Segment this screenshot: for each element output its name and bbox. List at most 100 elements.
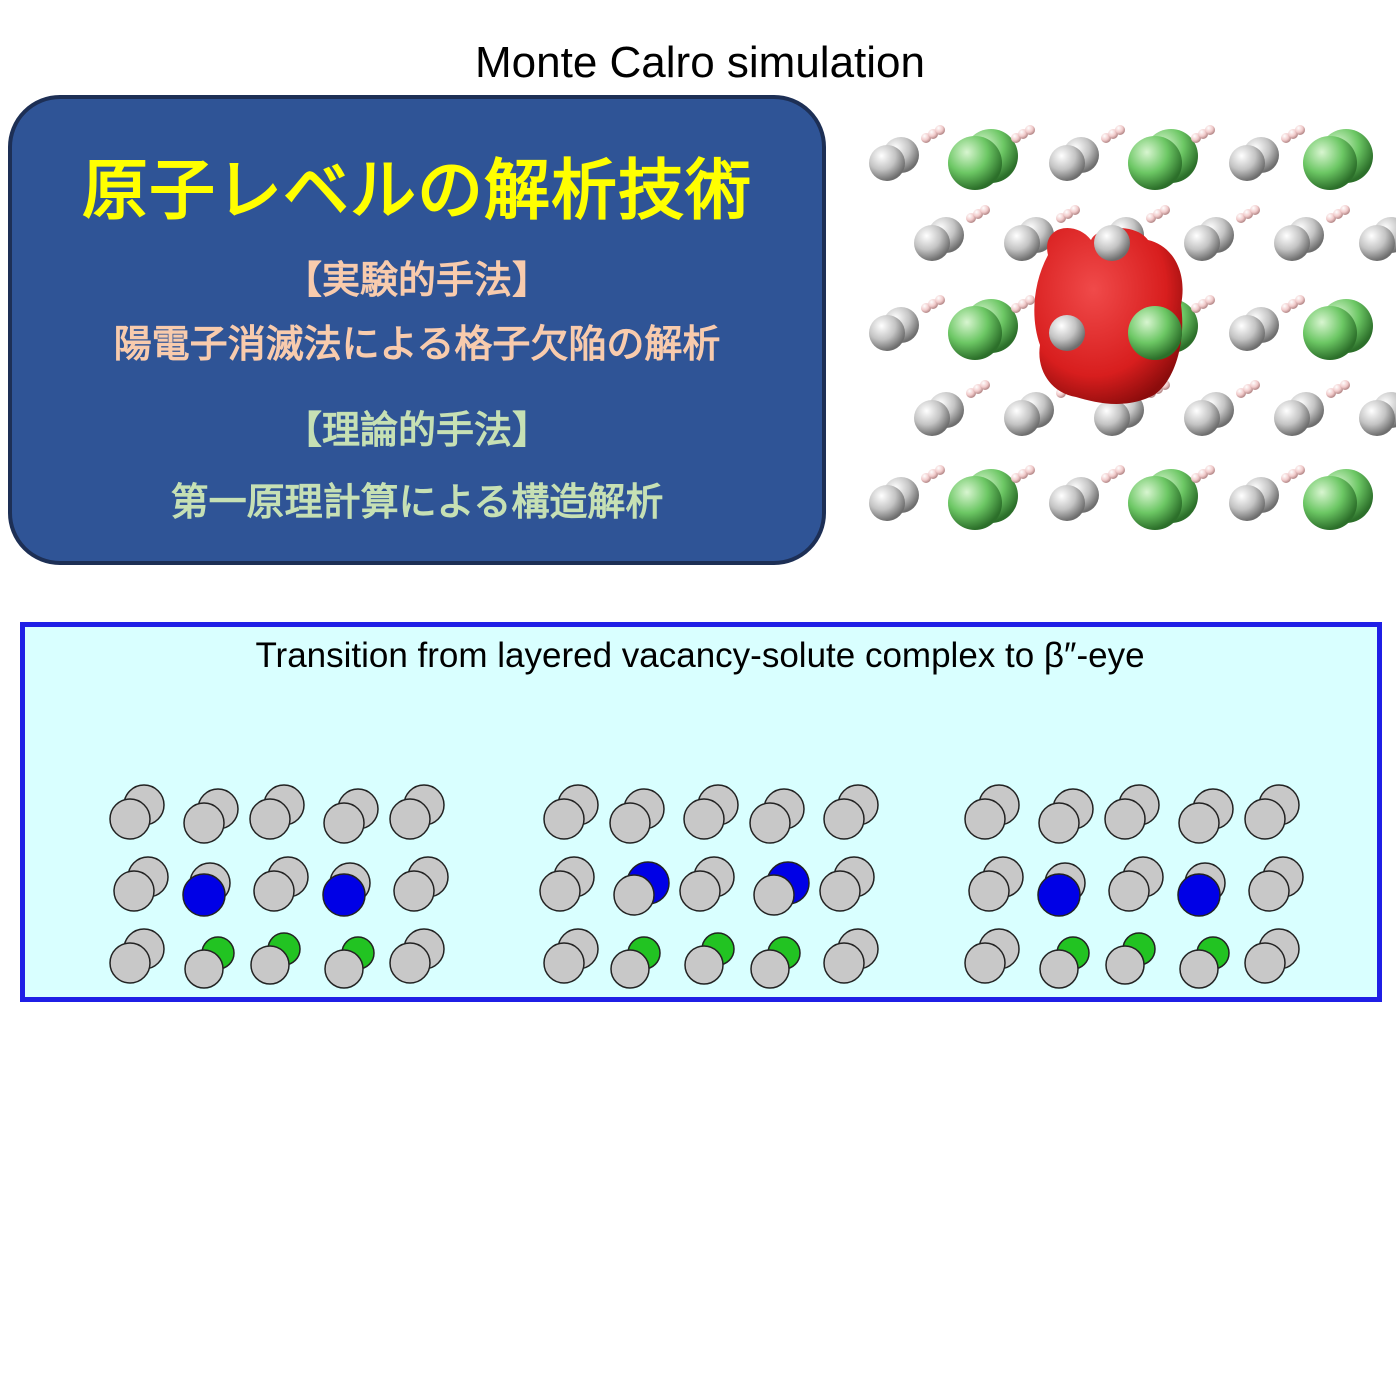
host-atom	[1244, 798, 1286, 840]
main-title: 原子レベルの解析技術	[82, 152, 752, 229]
host-atom	[749, 802, 791, 844]
atom-sphere-green	[1128, 136, 1182, 190]
positron-density-isosurface	[1034, 227, 1183, 404]
crystal-front-layer	[1049, 225, 1182, 360]
host-atom	[819, 870, 861, 912]
atom-sphere-pink	[1295, 465, 1305, 475]
atom-sphere-gray	[914, 225, 950, 261]
atom-sphere-pink	[1205, 125, 1215, 135]
host-atom	[539, 870, 581, 912]
host-atom	[250, 945, 290, 985]
host-atom	[683, 798, 725, 840]
host-atom	[1179, 949, 1219, 989]
atom-sphere-gray	[1229, 145, 1265, 181]
host-atom	[183, 802, 225, 844]
atom-sphere-pink	[1340, 380, 1350, 390]
atom-sphere-pink	[1115, 465, 1125, 475]
host-atom	[109, 942, 151, 984]
host-atom	[1104, 798, 1146, 840]
host-atom	[393, 870, 435, 912]
host-atom	[968, 870, 1010, 912]
atom-sphere-gray	[1004, 400, 1040, 436]
atom-sphere-green	[1303, 136, 1357, 190]
atom-sphere-pink	[1025, 125, 1035, 135]
atom-sphere-pink	[980, 205, 990, 215]
atom-sphere-green	[948, 476, 1002, 530]
atom-sphere-gray	[1094, 400, 1130, 436]
crystal-structure-illustration	[869, 125, 1396, 530]
host-atom	[389, 942, 431, 984]
host-atom	[249, 798, 291, 840]
atom-sphere-pink	[1205, 465, 1215, 475]
atom-sphere-green	[1303, 476, 1357, 530]
host-atom	[324, 949, 364, 989]
host-atom	[1178, 802, 1220, 844]
host-atom	[323, 802, 365, 844]
simulation-frame-3	[964, 784, 1304, 989]
host-atom	[1105, 945, 1145, 985]
host-atom	[753, 874, 795, 916]
atom-sphere-pink	[935, 125, 945, 135]
atom-sphere-gray	[869, 315, 905, 351]
theoretical-heading: 【理論的手法】	[283, 408, 550, 452]
host-atom	[543, 942, 585, 984]
host-atom	[184, 949, 224, 989]
title-box: 原子レベルの解析技術 【実験的手法】 陽電子消滅法による格子欠陥の解析 【理論的…	[8, 95, 826, 565]
monte-carlo-frames	[109, 784, 1304, 989]
atom-sphere-green	[1303, 306, 1357, 360]
simulation-frame-2	[539, 784, 879, 989]
atom-sphere-gray	[1049, 315, 1085, 351]
experimental-method: 陽電子消滅法による格子欠陥の解析	[113, 322, 721, 366]
atom-sphere-gray	[1049, 485, 1085, 521]
atom-sphere-pink	[1070, 205, 1080, 215]
atom-sphere-green	[1128, 306, 1182, 360]
host-atom	[1038, 802, 1080, 844]
atom-sphere-pink	[935, 465, 945, 475]
atom-sphere-pink	[1340, 205, 1350, 215]
blue-solute-atom	[1037, 873, 1081, 917]
host-atom	[389, 798, 431, 840]
host-atom	[1039, 949, 1079, 989]
atom-sphere-pink	[935, 295, 945, 305]
atom-sphere-gray	[1049, 145, 1085, 181]
blue-solute-atom	[182, 873, 226, 917]
host-atom	[543, 798, 585, 840]
host-atom	[823, 798, 865, 840]
atom-sphere-green	[1128, 476, 1182, 530]
monte-carlo-panel	[20, 622, 1382, 1002]
atom-sphere-gray	[1274, 225, 1310, 261]
host-atom	[679, 870, 721, 912]
atom-sphere-pink	[1295, 295, 1305, 305]
atom-sphere-green	[948, 136, 1002, 190]
host-atom	[1108, 870, 1150, 912]
crystal-back-layer	[869, 125, 1396, 530]
host-atom	[613, 874, 655, 916]
host-atom	[964, 798, 1006, 840]
host-atom	[750, 949, 790, 989]
host-atom	[113, 870, 155, 912]
atom-sphere-pink	[1250, 380, 1260, 390]
atom-sphere-pink	[1115, 125, 1125, 135]
atom-sphere-gray	[914, 400, 950, 436]
host-atom	[609, 802, 651, 844]
atom-sphere-pink	[1295, 125, 1305, 135]
atom-sphere-pink	[1025, 295, 1035, 305]
atom-sphere-pink	[1025, 465, 1035, 475]
theoretical-method: 第一原理計算による構造解析	[170, 480, 664, 524]
atom-sphere-gray	[1274, 400, 1310, 436]
atom-sphere-gray	[1359, 400, 1395, 436]
host-atom	[823, 942, 865, 984]
atom-sphere-green	[948, 306, 1002, 360]
experimental-heading: 【実験的手法】	[283, 258, 550, 302]
simulation-frame-1	[109, 784, 449, 989]
host-atom	[610, 949, 650, 989]
atom-sphere-pink	[1250, 205, 1260, 215]
host-atom	[253, 870, 295, 912]
host-atom	[684, 945, 724, 985]
atom-sphere-pink	[1205, 295, 1215, 305]
blue-solute-atom	[322, 873, 366, 917]
blue-solute-atom	[1177, 873, 1221, 917]
host-atom	[109, 798, 151, 840]
atom-sphere-gray	[1229, 485, 1265, 521]
atom-sphere-gray	[1004, 225, 1040, 261]
